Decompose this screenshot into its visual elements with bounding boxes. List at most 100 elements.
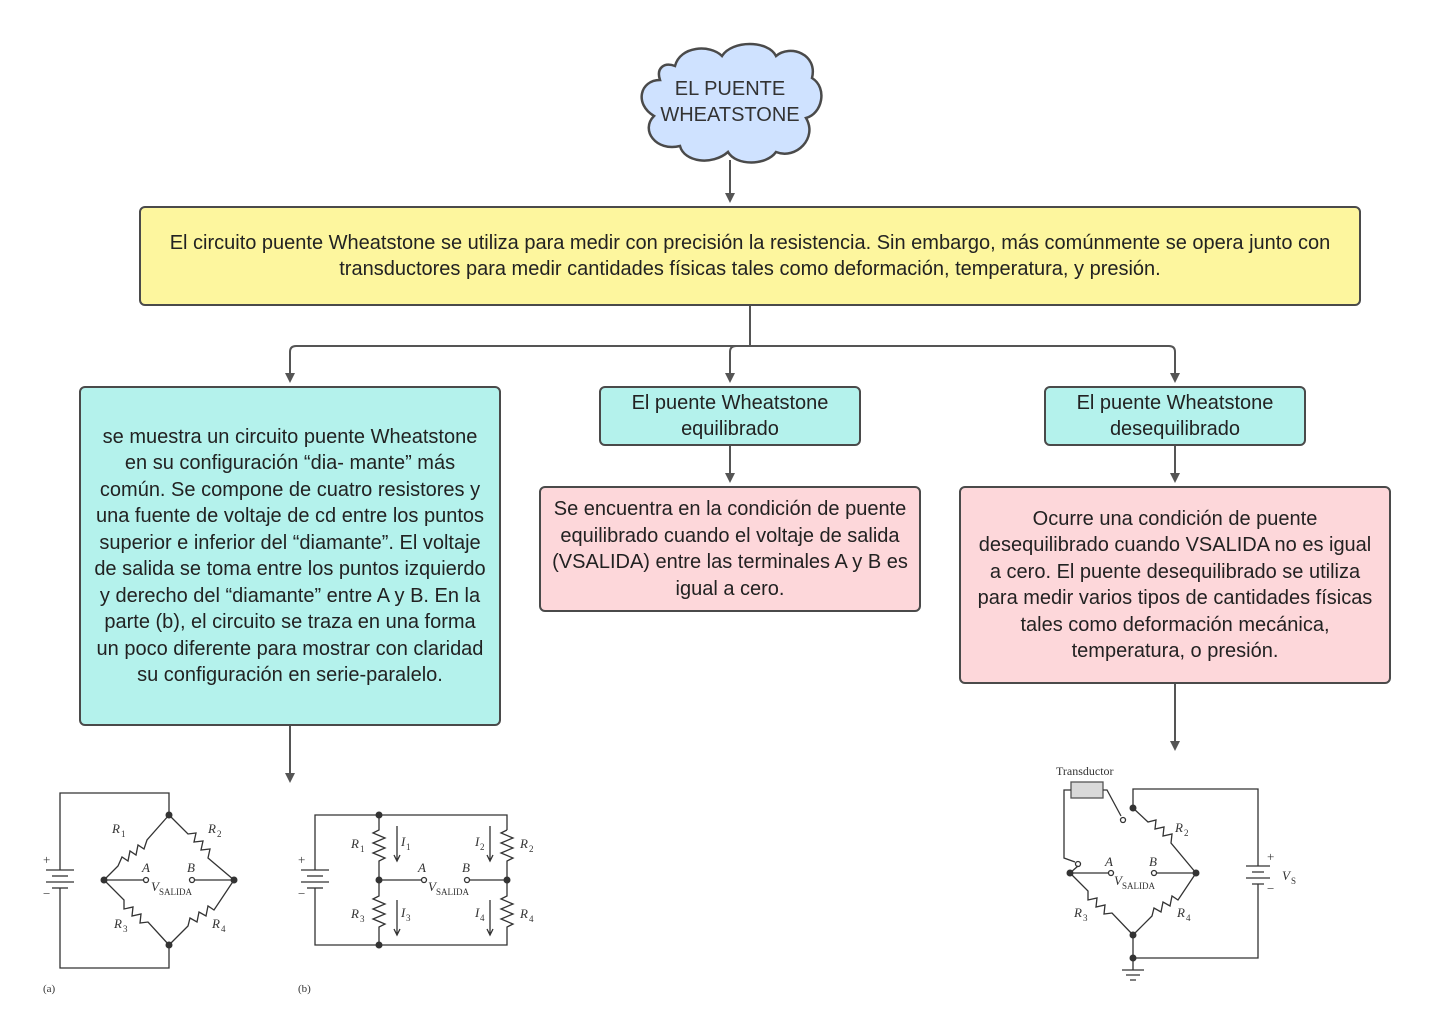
circuit-a-plus: +: [43, 852, 50, 867]
circuit-b-battery-icon: [301, 862, 329, 894]
unbalanced-title-box: El puente Wheatstone desequilibrado: [1044, 386, 1306, 446]
circuit-b-node-b: B: [462, 860, 470, 875]
circuit-a-node-b: B: [187, 860, 195, 875]
configuration-box: se muestra un circuito puente Wheatstone…: [79, 386, 501, 726]
circuit-b-i3-sub: 3: [406, 913, 411, 923]
configuration-text: se muestra un circuito puente Wheatstone…: [94, 425, 486, 687]
circuit-c-labels: Transductor R 2 R 3 R 4 A B V SALIDA + −…: [1056, 764, 1296, 923]
root-title: EL PUENTE WHEATSTONE: [640, 76, 820, 128]
circuit-a: [46, 792, 238, 969]
circuit-b: [301, 811, 515, 949]
circuit-c-vout-sub: SALIDA: [1122, 881, 1155, 891]
circuit-a-vout-sub: SALIDA: [159, 887, 192, 897]
circuit-b-labels: + − R 1 R 3 R 2 R 4 I 1 I 3 I 2 I 4 A B …: [298, 834, 534, 995]
circuit-b-vout: V: [428, 879, 438, 894]
circuit-b-i1-sub: 1: [406, 842, 411, 852]
circuit-a-wire-top: [59, 792, 170, 860]
circuit-b-node-a: A: [417, 860, 426, 875]
balanced-description-box: Se encuentra en la condición de puente e…: [539, 486, 921, 612]
circuit-b-i2-sub: 2: [480, 842, 485, 852]
circuit-b-r2-label: R: [519, 836, 528, 851]
circuit-c-r3-label: R: [1073, 905, 1082, 920]
circuit-c-transducer-label: Transductor: [1056, 764, 1114, 778]
circuit-a-wire-bottom: [59, 900, 170, 969]
definition-text: El circuito puente Wheatstone se utiliza…: [169, 231, 1331, 281]
circuit-b-plus: +: [298, 852, 305, 867]
circuit-b-r1-label: R: [350, 836, 359, 851]
circuit-b-r1-sub: 1: [360, 844, 365, 854]
circuit-b-wire-top: [314, 814, 508, 862]
circuit-c-r3-resistor-icon: [1069, 872, 1134, 936]
circuit-b-i1-arrow-icon: [393, 826, 401, 863]
circuit-c-vs-sub: S: [1291, 876, 1296, 886]
circuit-c-terminal-a: [1107, 869, 1115, 877]
circuit-a-r1-label: R: [111, 821, 120, 836]
balanced-title-box: El puente Wheatstone equilibrado: [599, 386, 861, 446]
circuit-a-node-a: A: [141, 860, 150, 875]
circuit-c-r2-sub: 2: [1184, 828, 1189, 838]
circuit-c-wire-right: [1133, 890, 1259, 959]
circuit-b-i2-arrow-icon: [486, 826, 494, 863]
circuit-c-r4-sub: 4: [1186, 913, 1191, 923]
circuit-c-node-a: A: [1104, 854, 1113, 869]
circuit-a-r2-sub: 2: [217, 829, 222, 839]
circuit-b-i3-arrow-icon: [393, 900, 401, 937]
root-cloud-shape: [640, 42, 823, 164]
circuit-a-battery-icon: [46, 860, 74, 900]
circuit-b-caption: (b): [298, 983, 311, 995]
circuit-c-transducer-lead-left: [1063, 789, 1076, 863]
circuit-a-terminal-b: [188, 876, 196, 884]
circuit-b-terminal-b: [463, 876, 471, 884]
root-title-line2: WHEATSTONE: [660, 104, 800, 126]
circuit-c-r4-label: R: [1176, 905, 1185, 920]
circuit-b-minus: −: [298, 886, 305, 901]
connector-to-unbalanced: [750, 345, 1180, 383]
circuit-a-labels: + − R 1 R 2 R 3 R 4 A B V SALIDA (a): [43, 821, 226, 995]
circuit-a-minus: −: [43, 886, 50, 901]
circuit-c-minus: −: [1267, 881, 1274, 896]
circuit-a-terminal-a: [142, 876, 150, 884]
circuit-c-wire-top: [1132, 788, 1259, 860]
balanced-description: Se encuentra en la condición de puente e…: [552, 498, 908, 600]
circuit-c-switch-contact-left: [1074, 860, 1082, 868]
circuit-a-r4-label: R: [211, 916, 220, 931]
circuit-a-caption: (a): [43, 983, 56, 995]
circuit-b-r4-label: R: [519, 906, 528, 921]
connector-to-balanced: [725, 345, 750, 383]
circuit-a-r4-sub: 4: [221, 924, 226, 934]
circuit-c-r3-sub: 3: [1083, 913, 1088, 923]
circuit-b-i4-arrow-icon: [486, 900, 494, 937]
circuit-b-i4-sub: 4: [480, 913, 485, 923]
circuit-b-r3-sub: 3: [360, 914, 365, 924]
circuit-a-r1-resistor-icon: [103, 814, 170, 881]
unbalanced-title: El puente Wheatstone desequilibrado: [1076, 391, 1274, 441]
circuit-a-r3-sub: 3: [123, 924, 128, 934]
circuit-b-i2-label: I: [474, 834, 480, 849]
unbalanced-description-box: Ocurre una condición de puente desequili…: [959, 486, 1391, 684]
circuit-b-r3-label: R: [350, 906, 359, 921]
circuit-b-terminal-a: [420, 876, 428, 884]
circuit-b-r1-resistor-icon: [371, 815, 387, 880]
connector-to-configuration: [285, 345, 750, 383]
balanced-title: El puente Wheatstone equilibrado: [631, 391, 829, 441]
circuit-c-vs-label: V: [1282, 868, 1292, 883]
circuit-c-vs-battery-icon: [1246, 860, 1270, 890]
circuit-a-r3-resistor-icon: [103, 879, 170, 946]
circuit-c-vout: V: [1114, 873, 1124, 888]
root-title-line1: EL PUENTE: [674, 78, 786, 100]
circuit-b-r2-sub: 2: [529, 844, 534, 854]
circuit-b-wire-bottom: [314, 894, 508, 946]
circuit-b-r3-resistor-icon: [371, 880, 387, 945]
circuit-c-transducer-icon: [1070, 781, 1104, 799]
circuit-a-r2-label: R: [207, 821, 216, 836]
circuit-b-i4-label: I: [474, 905, 480, 920]
circuit-c-r4-resistor-icon: [1132, 872, 1197, 936]
circuit-a-r4-resistor-icon: [168, 879, 235, 946]
definition-box: El circuito puente Wheatstone se utiliza…: [139, 206, 1361, 306]
circuit-c-terminal-b: [1150, 869, 1158, 877]
circuit-a-vout: V: [151, 879, 161, 894]
circuit-c-transducer-lead-right: [1103, 789, 1122, 817]
